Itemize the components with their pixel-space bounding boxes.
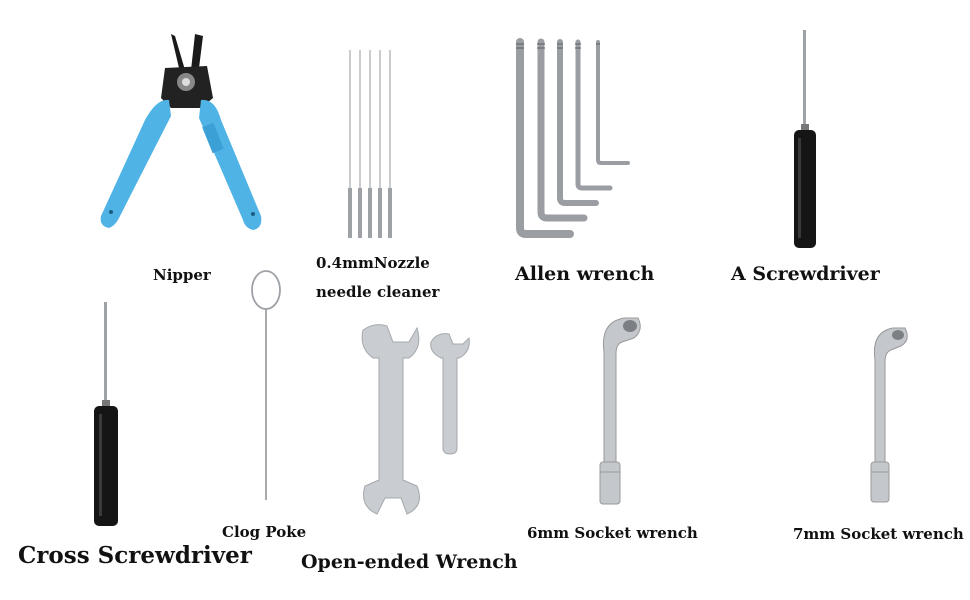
cross-screwdriver-image bbox=[90, 300, 122, 528]
open-ended-wrench-image bbox=[355, 318, 480, 518]
socket-wrench-6mm-image bbox=[590, 312, 650, 512]
socket-wrench-7mm-image bbox=[863, 322, 918, 507]
clog-poke-image bbox=[248, 268, 288, 504]
socket-wrench-7mm-label: 7mm Socket wrench bbox=[793, 525, 964, 543]
nozzle-needle-cleaner-image bbox=[340, 48, 400, 243]
nozzle-cleaner-label-line2: needle cleaner bbox=[316, 283, 440, 301]
open-ended-wrench-label: Open-ended Wrench bbox=[301, 551, 518, 573]
socket-wrench-6mm-label: 6mm Socket wrench bbox=[527, 524, 698, 542]
screwdriver-label: A Screwdriver bbox=[731, 263, 880, 285]
nipper-label: Nipper bbox=[153, 266, 211, 284]
allen-wrench-label: Allen wrench bbox=[515, 263, 655, 285]
nozzle-cleaner-label-line1: 0.4mmNozzle bbox=[316, 254, 430, 272]
clog-poke-label: Clog Poke bbox=[222, 523, 307, 541]
screwdriver-image bbox=[790, 28, 820, 250]
nipper-image bbox=[95, 28, 275, 238]
allen-wrench-image bbox=[512, 36, 637, 241]
cross-screwdriver-label: Cross Screwdriver bbox=[18, 542, 252, 569]
